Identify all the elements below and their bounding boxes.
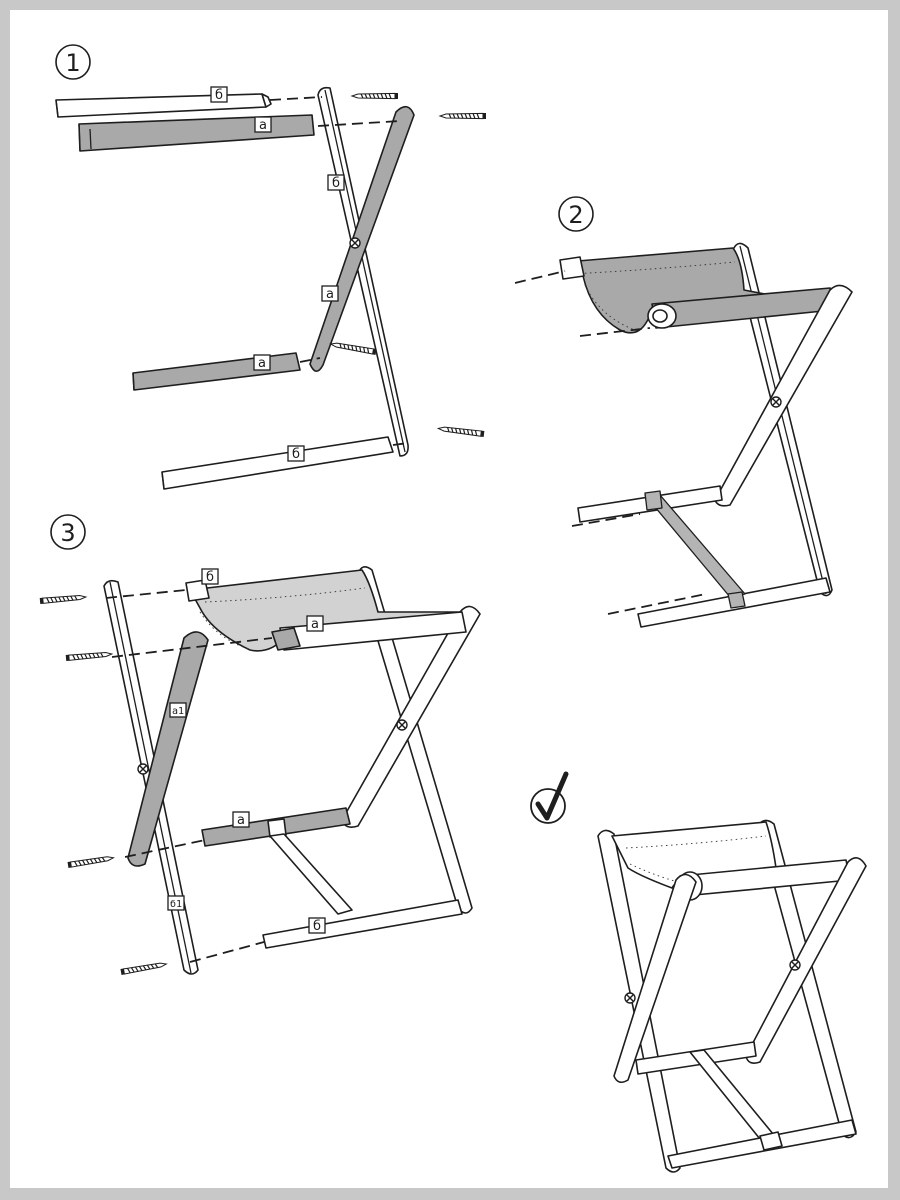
seat-fabric [189, 569, 461, 652]
label-a: а [326, 287, 334, 302]
instruction-sheet: 1 [10, 10, 888, 1188]
label-b1: б1 [170, 898, 182, 910]
front-leg [714, 284, 853, 507]
final-assembled-stool [530, 771, 867, 1173]
leg-a1 [127, 631, 209, 867]
label-a: а [237, 813, 245, 828]
label-b: б [292, 447, 300, 462]
step-1-group: 1 [55, 44, 487, 490]
seat-bar-end [559, 256, 585, 280]
step-1-badge [55, 44, 91, 80]
pivot-bolt-icon [770, 396, 782, 408]
pivot-bolt-icon [624, 992, 636, 1004]
fabric-strap [644, 494, 746, 598]
screw-icon [351, 92, 399, 100]
check-circle-icon [530, 771, 569, 824]
label-b: б [332, 176, 340, 191]
screw-icon [39, 593, 87, 605]
label-b: б [313, 919, 321, 934]
screw-icon [65, 650, 113, 662]
pivot-bolt-icon [349, 237, 361, 249]
leg-a-front [309, 105, 415, 373]
label-b: б [206, 570, 214, 585]
pivot-bolt-icon [396, 719, 408, 731]
assembly-diagram: 1 [39, 44, 867, 1173]
label-a: а [259, 118, 267, 133]
screw-icon [66, 854, 115, 869]
screw-icon [119, 960, 168, 976]
step-3-number: 3 [60, 519, 75, 547]
lower-bar-a [132, 352, 301, 391]
step-2-group: 2 [514, 196, 853, 628]
label-a: а [311, 617, 319, 632]
label-a1: а1 [172, 706, 184, 717]
pivot-bolt-icon [789, 959, 801, 971]
bottom-bar-b [161, 436, 394, 490]
step-2-badge [558, 196, 594, 232]
pivot-bolt-icon [137, 763, 149, 775]
step-1-number: 1 [65, 49, 80, 77]
label-b: б [215, 88, 223, 103]
step-3-group: 3 б [39, 514, 481, 976]
screw-icon [329, 340, 378, 356]
step-2-number: 2 [568, 201, 583, 229]
step-3-badge [50, 514, 86, 550]
screw-icon [437, 424, 485, 438]
label-a: а [258, 356, 266, 371]
screw-icon [439, 112, 487, 120]
top-bar-b [55, 93, 272, 118]
top-bar-a [78, 114, 315, 152]
